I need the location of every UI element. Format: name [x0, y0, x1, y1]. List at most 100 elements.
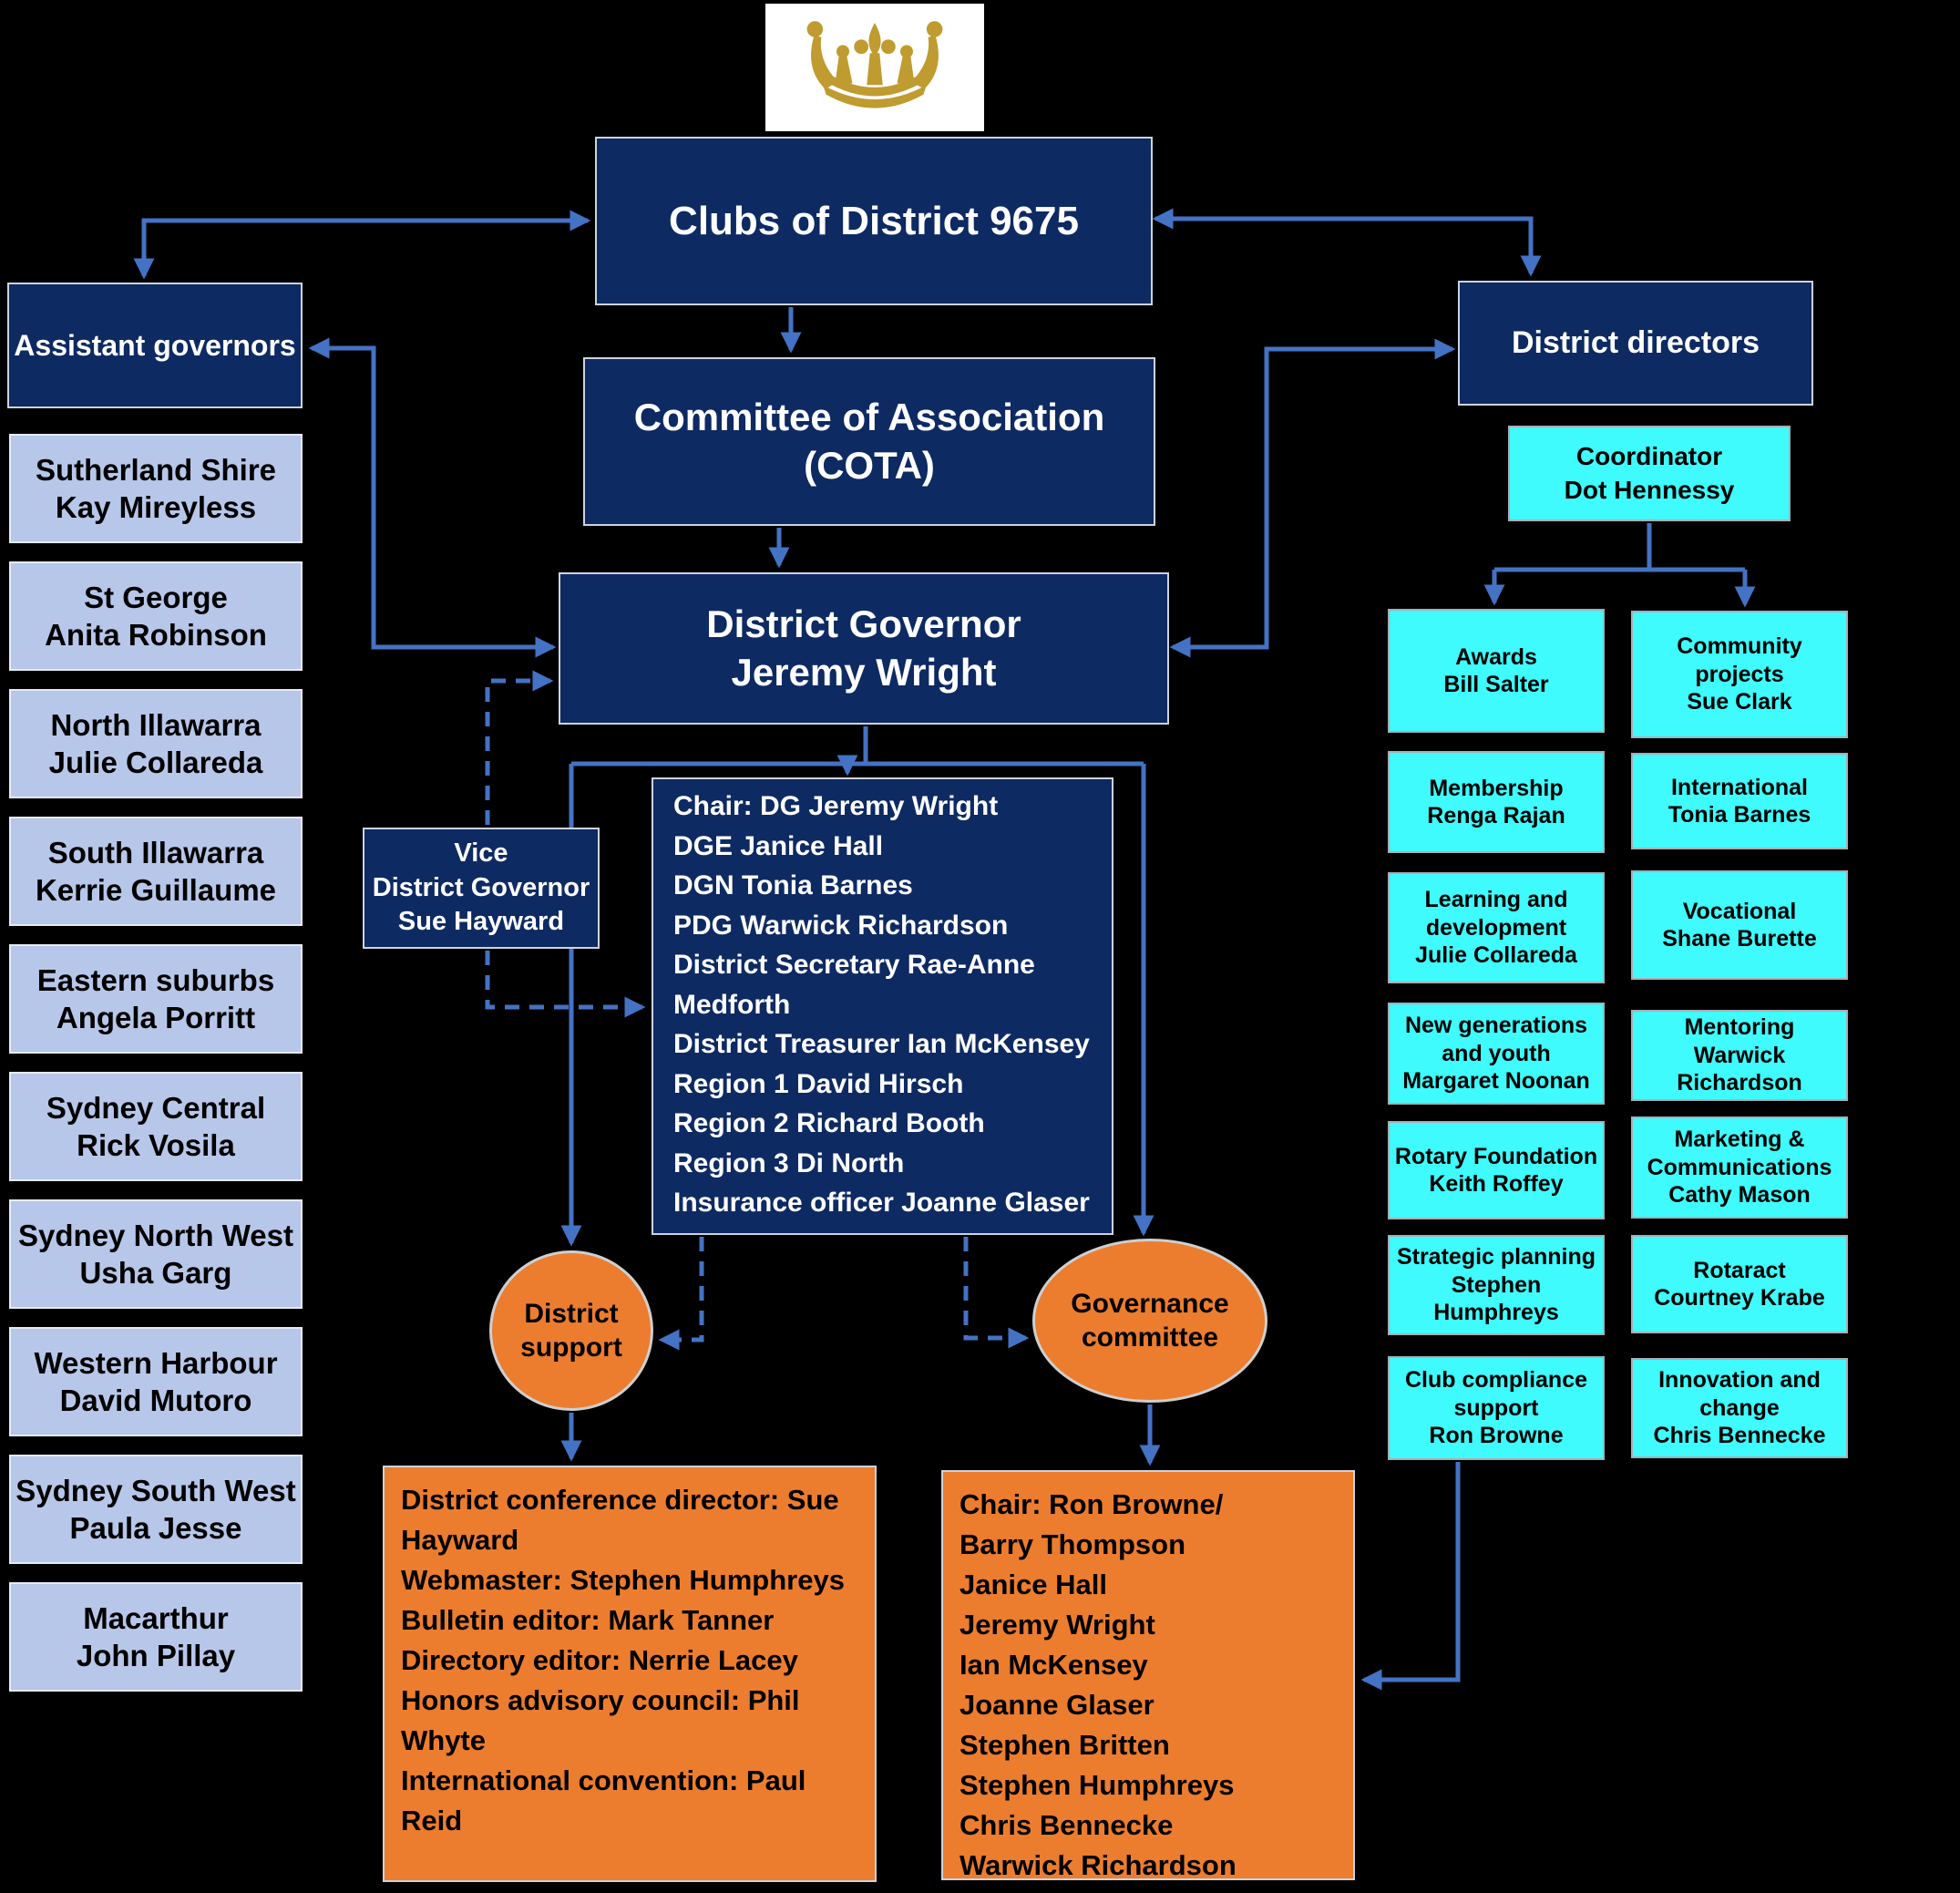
vice-dg-line: District Governor: [372, 872, 590, 902]
chair-committee-line: Region 3 Di North: [673, 1147, 905, 1178]
governance-member: Janice Hall: [959, 1569, 1107, 1601]
director-role: Innovation and change: [1658, 1367, 1821, 1421]
chair-committee-line: District Treasurer Ian McKensey: [673, 1029, 1090, 1059]
assistant-governor-name: Kay Mireyless: [55, 490, 257, 524]
governance-member: Ian McKensey: [959, 1649, 1148, 1682]
connector-line: [133, 210, 591, 280]
district-support-role: International convention: Paul Reid: [401, 1764, 806, 1837]
chair-committee-line: Region 1 David Hirsch: [673, 1068, 964, 1099]
committee-of-association-box: Committee of Association (COTA): [583, 357, 1155, 526]
coordinator-name: Dot Hennessy: [1564, 475, 1735, 504]
assistant-governor-name: David Mutoro: [59, 1384, 252, 1417]
chair-committee-line: Insurance officer Joanne Glaser: [673, 1188, 1090, 1218]
governance-label: Governance: [1071, 1288, 1229, 1319]
director-role: Vocational: [1682, 898, 1797, 924]
assistant-governor-region: Eastern suburbs: [36, 962, 275, 997]
district-directors-title: District directors: [1511, 325, 1760, 360]
clubs-of-district-box: Clubs of District 9675: [595, 137, 1153, 305]
assistant-governor-region: South Illawarra: [47, 835, 264, 869]
governance-member: Joanne Glaser: [959, 1689, 1154, 1722]
director-name: Stephen Humphreys: [1433, 1271, 1559, 1326]
assistant-governor-region: Western Harbour: [34, 1345, 278, 1380]
assistant-governor-region: St George: [84, 580, 228, 614]
assistant-governor-region: Sydney North West: [18, 1218, 293, 1252]
director-role: Rotaract: [1693, 1257, 1786, 1283]
director-name: Sue Clark: [1687, 689, 1792, 715]
assistant-governor-name: Anita Robinson: [45, 618, 267, 652]
chair-committee-line: DGN Tonia Barnes: [673, 870, 913, 900]
director-role: Membership: [1429, 775, 1564, 801]
coordinator-role: Coordinator: [1575, 442, 1723, 471]
vice-dg-line: Vice: [454, 838, 508, 868]
director-name: Renga Rajan: [1427, 803, 1565, 828]
director-name: Julie Collareda: [1415, 942, 1577, 969]
director-role: Mentoring: [1684, 1014, 1795, 1041]
governance-committee-ellipse: Governance committee: [1032, 1239, 1267, 1403]
governance-member: Warwick Richardson: [959, 1849, 1237, 1882]
connector-line: [1169, 338, 1456, 658]
governance-member: Jeremy Wright: [959, 1609, 1155, 1641]
cota-line1: Committee of Association: [633, 396, 1105, 438]
assistant-governor-name: Angela Porritt: [56, 1001, 256, 1034]
director-role: Community projects: [1677, 633, 1802, 687]
connector-line: [1360, 1462, 1461, 1691]
director-role: Strategic planning: [1396, 1244, 1596, 1271]
assistant-governor-name: Rick Vosila: [77, 1128, 235, 1162]
assistant-governor-region: Sutherland Shire: [35, 452, 277, 487]
assistant-governor-region: Macarthur: [83, 1600, 229, 1635]
assistant-governors-title: Assistant governors: [14, 328, 296, 362]
director-name: Keith Roffey: [1429, 1171, 1564, 1197]
crown-icon: [806, 21, 943, 108]
chair-committee-line: Region 2 Richard Booth: [673, 1108, 985, 1138]
vice-dg-line: Sue Hayward: [397, 907, 565, 937]
director-name: Warwick Richardson: [1677, 1042, 1802, 1096]
director-name: Margaret Noonan: [1402, 1068, 1590, 1095]
chair-committee-line: Chair: DG Jeremy Wright: [673, 791, 999, 821]
director-name: Chris Bennecke: [1653, 1423, 1826, 1449]
cota-line2: (COTA): [804, 443, 935, 487]
director-role: Rotary Foundation: [1394, 1143, 1598, 1169]
assistant-governor-name: Kerrie Guillaume: [35, 873, 277, 907]
director-name: Ron Browne: [1429, 1423, 1564, 1449]
assistant-governor-region: Sydney South West: [15, 1473, 296, 1507]
assistant-governors-header: Assistant governors: [7, 283, 303, 408]
governance-member: Barry Thompson: [959, 1528, 1186, 1561]
director-name: Tonia Barnes: [1668, 802, 1811, 828]
connector-line: [485, 951, 646, 1018]
assistant-governor-name: Julie Collareda: [48, 746, 263, 779]
dg-line1: District Governor: [706, 602, 1021, 645]
connector-line: [1152, 208, 1542, 277]
governance-member: Chris Bennecke: [959, 1809, 1174, 1842]
director-role: Learning and development: [1424, 887, 1568, 941]
director-role: Awards: [1455, 643, 1537, 670]
assistant-governor-region: Sydney Central: [46, 1090, 266, 1125]
chair-committee-line: District Secretary Rae-Anne Medforth: [673, 950, 1035, 1020]
governance-member: Stephen Britten: [959, 1729, 1170, 1762]
assistant-governor-name: Paula Jesse: [69, 1511, 242, 1545]
chair-committee-line: PDG Warwick Richardson: [673, 910, 1009, 941]
